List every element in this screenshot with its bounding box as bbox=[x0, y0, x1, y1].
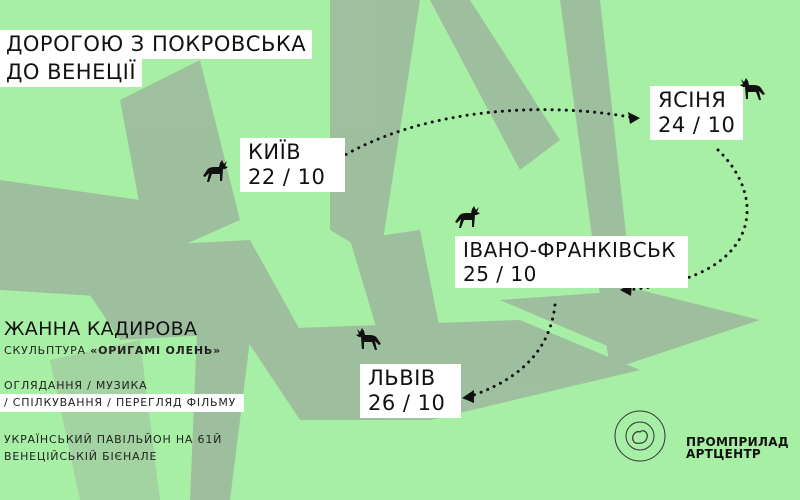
artist-name: ЖАННА КАДИРОВА bbox=[4, 318, 198, 340]
activities-line1: ОГЛЯДАННЯ / МУЗИКА bbox=[4, 379, 148, 392]
city-name: КИЇВ bbox=[248, 140, 302, 164]
route-if-lviv bbox=[466, 303, 557, 399]
stop-date: 25 / 10 bbox=[463, 262, 537, 286]
stop-date: 26 / 10 bbox=[368, 391, 446, 416]
deer-icon bbox=[740, 78, 765, 100]
sculpture-name: «ОРИГАМІ ОЛЕНЬ» bbox=[90, 344, 221, 357]
title-line1: ДОРОГОЮ З ПОКРОВСЬКА bbox=[0, 30, 313, 60]
activities-line2: / СПІЛКУВАННЯ / ПЕРЕГЛЯД ФІЛЬМУ bbox=[0, 394, 245, 412]
logo-line1: ПРОМПРИЛАД bbox=[686, 435, 789, 449]
sculpture-label: СКУЛЬПТУРА «ОРИГАМІ ОЛЕНЬ» bbox=[4, 343, 221, 359]
route-kyiv-yasinia bbox=[338, 108, 637, 160]
stop-date: 24 / 10 bbox=[658, 113, 736, 138]
logo-line2: АРТЦЕНТР bbox=[686, 447, 762, 461]
deer-icon bbox=[356, 328, 381, 350]
stop-lviv: ЛЬВІВ 26 / 10 bbox=[360, 364, 462, 419]
city-name: ІВАНО-ФРАНКІВСЬК bbox=[463, 238, 676, 262]
stop-kyiv: КИЇВ 22 / 10 bbox=[240, 138, 346, 193]
museum-seal-logo bbox=[614, 410, 666, 462]
title-line2: ДО ВЕНЕЦІЇ bbox=[0, 58, 143, 88]
stop-yasinia: ЯСІНЯ 24 / 10 bbox=[650, 86, 744, 141]
stop-date: 22 / 10 bbox=[248, 165, 326, 190]
promprylad-logo: ПРОМПРИЛАД АРТЦЕНТР bbox=[686, 436, 789, 460]
city-name: ЯСІНЯ bbox=[658, 88, 727, 112]
stop-ivano-frankivsk: ІВАНО-ФРАНКІВСЬК 25 / 10 bbox=[455, 236, 688, 288]
city-name: ЛЬВІВ bbox=[368, 366, 436, 390]
deer-icon bbox=[203, 160, 228, 182]
deer-icon bbox=[455, 206, 480, 228]
sculpture-prefix: СКУЛЬПТУРА bbox=[4, 344, 86, 357]
pavilion-line2: ВЕНЕЦІЙСЬКІЙ БІЄНАЛЕ bbox=[4, 450, 158, 463]
pavilion-line1: УКРАЇНСЬКИЙ ПАВІЛЬЙОН НА 61Й bbox=[4, 433, 223, 446]
